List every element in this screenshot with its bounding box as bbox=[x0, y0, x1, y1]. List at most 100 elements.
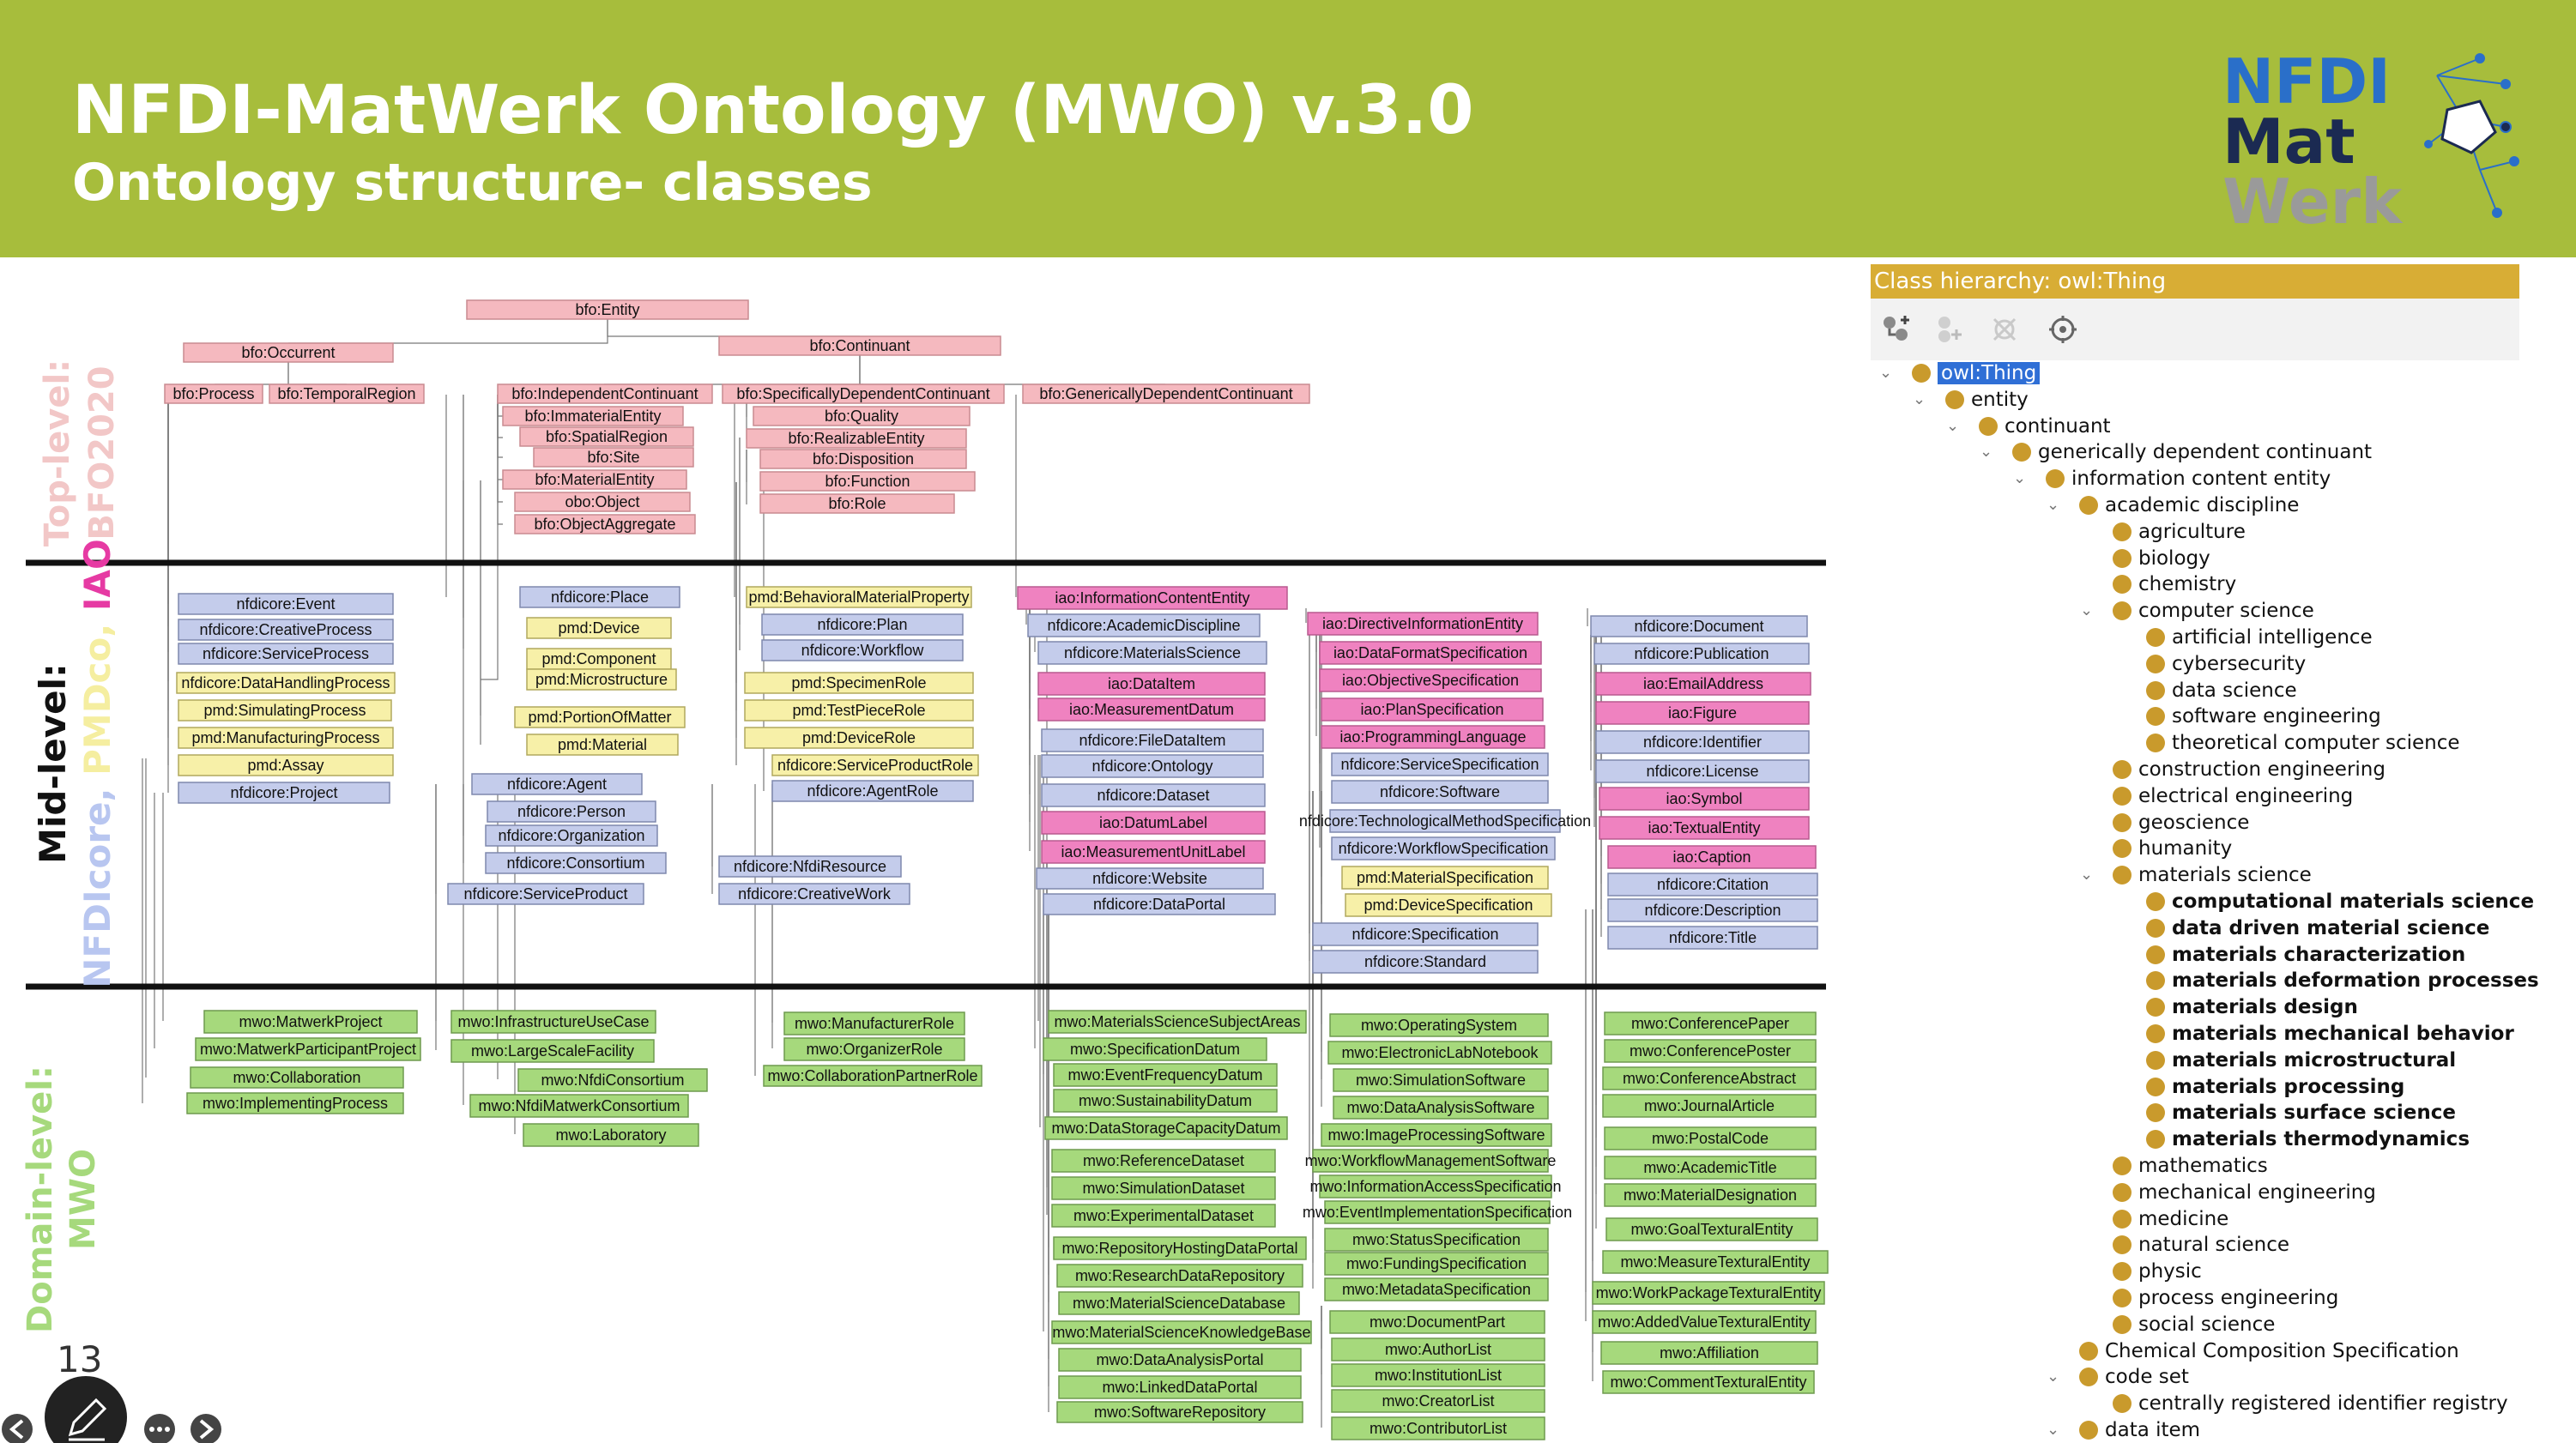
pen-icon[interactable] bbox=[45, 1376, 127, 1443]
tree-node[interactable]: materials processing bbox=[2146, 1074, 2404, 1100]
more-icon[interactable] bbox=[144, 1414, 175, 1443]
tree-node[interactable]: chemistry bbox=[2113, 571, 2236, 597]
class-box-label: mwo:AuthorList bbox=[1385, 1341, 1491, 1358]
class-box: nfdicore:ServiceProductRole bbox=[771, 754, 979, 776]
tree-node[interactable]: ⌄entity bbox=[1913, 387, 2029, 413]
class-box-label: mwo:ContributorList bbox=[1370, 1420, 1507, 1437]
settings-icon[interactable] bbox=[2047, 314, 2078, 345]
tree-node[interactable]: social science bbox=[2113, 1312, 2275, 1337]
tree-node-label: materials deformation processes bbox=[2172, 969, 2539, 993]
tree-node[interactable]: ⌄code set bbox=[2047, 1364, 2189, 1390]
tree-node[interactable]: ⌄owl:Thing bbox=[1879, 360, 2041, 386]
tree-node[interactable]: mathematics bbox=[2113, 1153, 2268, 1179]
class-box-label: nfdicore:Event bbox=[236, 595, 335, 613]
tree-node[interactable]: data driven material science bbox=[2146, 915, 2489, 941]
level-label-mid-a: Mid-level: bbox=[32, 663, 74, 864]
class-box: mwo:NfdiMatwerkConsortium bbox=[469, 1094, 689, 1118]
class-box: mwo:MaterialsScienceSubjectAreas bbox=[1048, 1010, 1307, 1034]
class-box: obo:Object bbox=[514, 492, 691, 512]
tree-node[interactable]: construction engineering bbox=[2113, 757, 2386, 782]
tree-node[interactable]: geoscience bbox=[2113, 810, 2249, 836]
class-box-label: mwo:CreatorList bbox=[1382, 1392, 1494, 1410]
class-box: pmd:SimulatingProcess bbox=[178, 699, 392, 722]
class-box: mwo:SoftwareRepository bbox=[1056, 1401, 1303, 1423]
next-arrow-icon[interactable] bbox=[190, 1414, 221, 1443]
tree-node[interactable]: cybersecurity bbox=[2146, 651, 2306, 677]
expand-chevron-icon[interactable]: ⌄ bbox=[1980, 443, 1993, 462]
class-box: mwo:ConferenceAbstract bbox=[1602, 1066, 1817, 1090]
tree-node[interactable]: computational materials science bbox=[2146, 889, 2534, 915]
delete-class-icon[interactable] bbox=[1989, 314, 2020, 345]
tree-node[interactable]: humanity bbox=[2113, 836, 2232, 861]
tree-node[interactable]: ⌄academic discipline bbox=[2047, 492, 2299, 518]
expand-chevron-icon[interactable]: ⌄ bbox=[2047, 1421, 2060, 1439]
tree-node[interactable]: ⌄ generically dependent continuant bbox=[1980, 439, 2373, 465]
class-box: iao:Figure bbox=[1595, 701, 1810, 725]
class-box-label: bfo:SpecificallyDependentContinuant bbox=[736, 385, 989, 402]
tree-node[interactable]: ⌄information content entity bbox=[2013, 466, 2331, 492]
expand-chevron-icon[interactable]: ⌄ bbox=[1879, 364, 1893, 382]
class-box: pmd:BehavioralMaterialProperty bbox=[746, 586, 972, 608]
class-circle-icon bbox=[2113, 1182, 2132, 1202]
class-box: mwo:MaterialScienceKnowledgeBase bbox=[1051, 1320, 1312, 1344]
class-box-label: mwo:ReferenceDataset bbox=[1083, 1152, 1244, 1169]
tree-node[interactable]: materials surface science bbox=[2146, 1100, 2456, 1126]
tree-node[interactable]: materials characterization bbox=[2146, 942, 2465, 968]
class-box-label: nfdicore:WorkflowSpecification bbox=[1339, 840, 1549, 857]
tree-node[interactable]: process engineering bbox=[2113, 1285, 2338, 1311]
class-box-label: mwo:MeasureTexturalEntity bbox=[1620, 1253, 1810, 1271]
prev-arrow-icon[interactable] bbox=[2, 1414, 33, 1443]
tree-node[interactable]: ⌄materials science bbox=[2080, 862, 2312, 888]
tree-node[interactable]: ⌄continuant bbox=[1946, 414, 2111, 439]
tree-node[interactable]: electrical engineering bbox=[2113, 783, 2353, 809]
class-box: nfdicore:Website bbox=[1036, 867, 1264, 890]
class-circle-icon bbox=[2113, 1394, 2132, 1414]
tree-node[interactable]: materials microstructural bbox=[2146, 1048, 2456, 1073]
expand-chevron-icon[interactable]: ⌄ bbox=[2047, 1368, 2060, 1386]
class-box: nfdicore:Place bbox=[519, 586, 680, 608]
class-box-label: mwo:LargeScaleFacility bbox=[471, 1042, 634, 1060]
class-box: mwo:InfrastructureUseCase bbox=[450, 1010, 656, 1034]
tree-node[interactable]: data science bbox=[2146, 678, 2297, 703]
tree-node[interactable]: ⌄data item bbox=[2047, 1417, 2200, 1443]
expand-chevron-icon[interactable]: ⌄ bbox=[1946, 416, 1960, 435]
expand-chevron-icon[interactable]: ⌄ bbox=[2047, 496, 2060, 514]
class-circle-icon bbox=[2146, 628, 2165, 647]
tree-node[interactable]: centrally registered identifier registry bbox=[2113, 1391, 2508, 1416]
class-box: mwo:LargeScaleFacility bbox=[450, 1039, 655, 1063]
tree-node[interactable]: biology bbox=[2113, 546, 2210, 571]
tree-node[interactable]: materials thermodynamics bbox=[2146, 1126, 2470, 1152]
tree-node[interactable]: physic bbox=[2113, 1259, 2202, 1284]
logo-line-nfdi: NFDI bbox=[2222, 50, 2391, 118]
class-box-label: nfdicore:AgentRole bbox=[807, 782, 938, 800]
add-sibling-icon[interactable] bbox=[1932, 314, 1963, 345]
tree-node[interactable]: theoretical computer science bbox=[2146, 730, 2460, 756]
tree-node[interactable]: materials design bbox=[2146, 994, 2358, 1020]
expand-chevron-icon[interactable]: ⌄ bbox=[2080, 866, 2094, 885]
class-box-label: bfo:Disposition bbox=[813, 450, 914, 468]
class-box: nfdicore:CreativeWork bbox=[718, 883, 910, 905]
tree-node[interactable]: medicine bbox=[2113, 1206, 2228, 1232]
tree-node[interactable]: Chemical Composition Specification bbox=[2079, 1338, 2459, 1364]
tree-node-label: generically dependent continuant bbox=[2038, 441, 2373, 464]
add-subclass-icon[interactable] bbox=[1881, 314, 1912, 345]
expand-chevron-icon[interactable]: ⌄ bbox=[1913, 389, 1926, 408]
tree-node[interactable]: materials deformation processes bbox=[2146, 968, 2539, 993]
tree-node[interactable]: artificial intelligence bbox=[2146, 625, 2373, 650]
tree-node[interactable]: ⌄computer science bbox=[2080, 598, 2314, 624]
class-box: pmd:PortionOfMatter bbox=[514, 706, 686, 728]
level-label-top-line1: Top-level: bbox=[38, 359, 77, 546]
class-box-label: nfdicore:Project bbox=[230, 784, 337, 801]
tree-node[interactable]: agriculture bbox=[2113, 519, 2246, 545]
class-box: bfo:ObjectAggregate bbox=[514, 514, 696, 534]
tree-node[interactable]: materials mechanical behavior bbox=[2146, 1021, 2514, 1047]
tree-node[interactable]: natural science bbox=[2113, 1232, 2289, 1258]
tree-node[interactable]: software engineering bbox=[2146, 703, 2381, 729]
class-box-label: pmd:SimulatingProcess bbox=[203, 702, 366, 719]
level-label-domain-line1: Domain-level: bbox=[21, 1066, 60, 1333]
class-box: iao:DataItem bbox=[1037, 672, 1266, 696]
expand-chevron-icon[interactable]: ⌄ bbox=[2013, 469, 2027, 488]
tree-node[interactable]: mechanical engineering bbox=[2113, 1180, 2376, 1205]
expand-chevron-icon[interactable]: ⌄ bbox=[2080, 601, 2094, 620]
